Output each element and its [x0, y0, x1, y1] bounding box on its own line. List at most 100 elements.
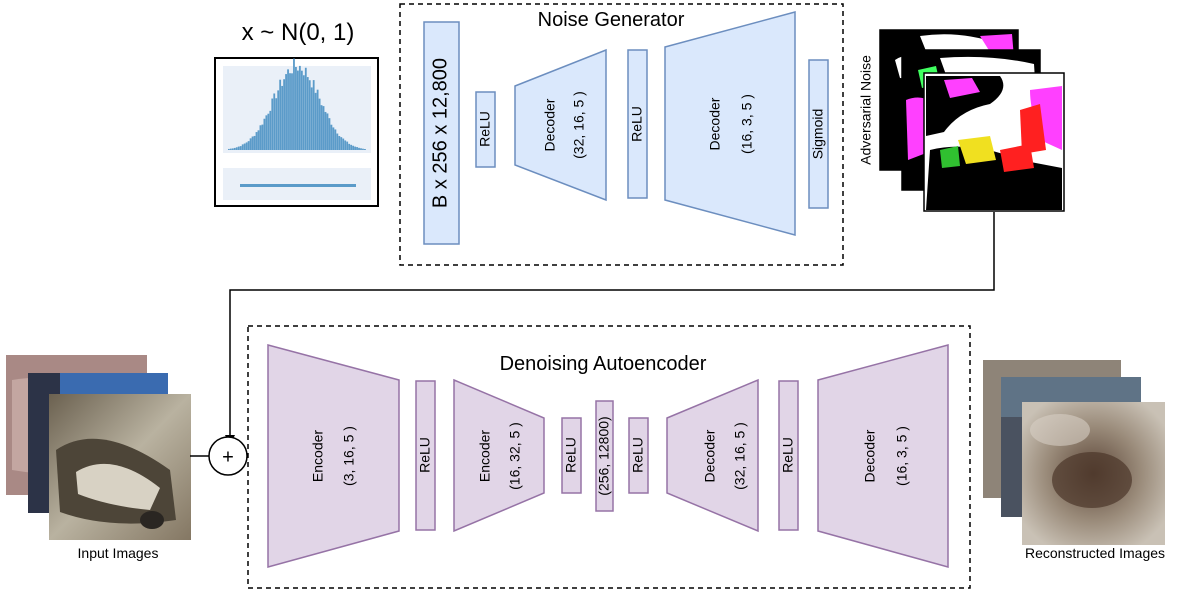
histogram-bar — [291, 73, 293, 150]
svg-text:(256, 12800): (256, 12800) — [596, 416, 612, 495]
adversarial-noise-label: Adversarial Noise — [858, 55, 874, 165]
svg-text:Decoder: Decoder — [542, 98, 558, 151]
histogram-bar — [273, 93, 276, 150]
histogram-bar — [364, 149, 366, 150]
histogram-bar — [350, 144, 353, 150]
histogram-bar — [269, 110, 272, 150]
histogram-bar — [344, 140, 347, 150]
histogram-bar — [239, 146, 242, 150]
svg-text:B x 256 x 12,800: B x 256 x 12,800 — [429, 58, 451, 208]
histogram-bar — [360, 148, 362, 150]
distribution-formula: x ~ N(0, 1) — [242, 19, 355, 46]
histogram-bar — [310, 87, 313, 150]
histogram-bar — [243, 143, 246, 150]
denoising-autoencoder-box — [247, 325, 971, 589]
autoencoder-bottleneck: (256, 12800) — [595, 400, 614, 512]
gaussian-histogram — [214, 57, 379, 207]
noise-generator-decoder-2: Decoder (16, 3, 5 ) — [664, 11, 796, 236]
reconstructed-images-label: Reconstructed Images — [1025, 545, 1165, 561]
noise-generator-sigmoid: Sigmoid — [808, 59, 829, 209]
histogram-bar — [235, 147, 238, 150]
autoencoder-encoder-1: Encoder (3, 16, 5 ) — [267, 344, 400, 568]
input-images-label: Input Images — [78, 545, 159, 561]
histogram-bar — [289, 73, 291, 150]
histogram-bar — [233, 147, 236, 150]
histogram-bar — [326, 113, 329, 150]
autoencoder-encoder-2: Encoder (16, 32, 5 ) — [453, 378, 545, 533]
histogram-bar — [314, 92, 317, 150]
histogram-bar — [271, 98, 274, 150]
svg-text:(16, 3, 5 ): (16, 3, 5 ) — [894, 426, 910, 486]
svg-text:ReLU: ReLU — [477, 111, 493, 147]
histogram-bar — [318, 98, 321, 150]
adversarial-noise-images — [879, 29, 1065, 212]
histogram-bar — [308, 80, 311, 150]
svg-text:Decoder: Decoder — [702, 429, 718, 482]
svg-text:ReLU: ReLU — [630, 437, 646, 473]
svg-text:Sigmoid: Sigmoid — [810, 109, 826, 160]
histogram-bar — [354, 146, 356, 150]
svg-text:(16, 32, 5 ): (16, 32, 5 ) — [507, 422, 523, 490]
histogram-bar — [312, 80, 315, 150]
histogram-bar — [287, 69, 289, 150]
svg-text:Encoder: Encoder — [310, 430, 326, 482]
noise-generator-title: Noise Generator — [538, 9, 685, 31]
svg-text:(16, 3, 5 ): (16, 3, 5 ) — [739, 94, 755, 154]
histogram-bar — [297, 70, 299, 150]
histogram-bar — [352, 145, 355, 150]
histogram-bar — [263, 118, 266, 150]
histogram-bar — [293, 58, 295, 150]
histogram-bar — [332, 127, 335, 150]
histogram-bar — [257, 130, 260, 150]
autoencoder-relu-1: ReLU — [415, 380, 436, 531]
histogram-bar — [295, 66, 297, 150]
svg-text:(32, 16, 5 ): (32, 16, 5 ) — [732, 422, 748, 490]
autoencoder-decoder-2: Decoder (16, 3, 5 ) — [817, 344, 949, 568]
histogram-bar — [247, 141, 250, 150]
histogram-bar — [334, 129, 337, 150]
histogram-bar — [324, 111, 327, 150]
histogram-bar — [316, 89, 319, 150]
noise-connector-arrow — [225, 212, 995, 445]
histogram-bar — [346, 141, 349, 150]
histogram-bar — [298, 65, 301, 150]
autoencoder-decoder-1: Decoder (32, 16, 5 ) — [666, 378, 759, 533]
svg-text:Encoder: Encoder — [477, 430, 493, 482]
histogram-bar — [330, 124, 333, 150]
svg-text:(32, 16, 5 ): (32, 16, 5 ) — [571, 91, 587, 159]
histogram-bar — [279, 79, 282, 150]
reconstructed-images — [983, 360, 1165, 545]
denoising-autoencoder-title: Denoising Autoencoder — [500, 353, 707, 375]
histogram-bar — [275, 98, 278, 150]
histogram-bar — [304, 67, 307, 150]
input-images — [6, 355, 191, 540]
histogram-bar — [237, 146, 240, 150]
svg-text:(3, 16, 5 ): (3, 16, 5 ) — [341, 426, 357, 486]
histogram-bar — [261, 124, 264, 150]
histogram-bar — [362, 148, 364, 150]
histogram-bar — [245, 142, 248, 150]
sum-node: + — [208, 436, 248, 476]
histogram-bar — [283, 79, 286, 150]
svg-text:Decoder: Decoder — [707, 97, 723, 150]
histogram-bar — [342, 138, 345, 150]
noise-generator-input-layer: B x 256 x 12,800 — [423, 21, 460, 245]
histogram-bar — [253, 135, 256, 150]
svg-text:ReLU: ReLU — [629, 106, 645, 142]
histogram-bar — [322, 106, 325, 150]
svg-text:Decoder: Decoder — [862, 429, 878, 482]
svg-text:ReLU: ReLU — [417, 437, 433, 473]
histogram-bar — [338, 136, 341, 150]
histogram-bar — [228, 148, 230, 150]
histogram-bar — [259, 125, 262, 150]
histogram-bar — [348, 143, 351, 150]
svg-text:ReLU: ReLU — [780, 437, 796, 473]
histogram-bar — [251, 136, 254, 150]
histogram-bar — [255, 132, 258, 150]
histogram-bar — [285, 74, 287, 150]
histogram-bar — [249, 138, 252, 150]
autoencoder-relu-4: ReLU — [778, 380, 799, 531]
histogram-bar — [231, 148, 234, 150]
histogram-bar — [277, 90, 280, 150]
histogram-bar — [265, 115, 268, 150]
